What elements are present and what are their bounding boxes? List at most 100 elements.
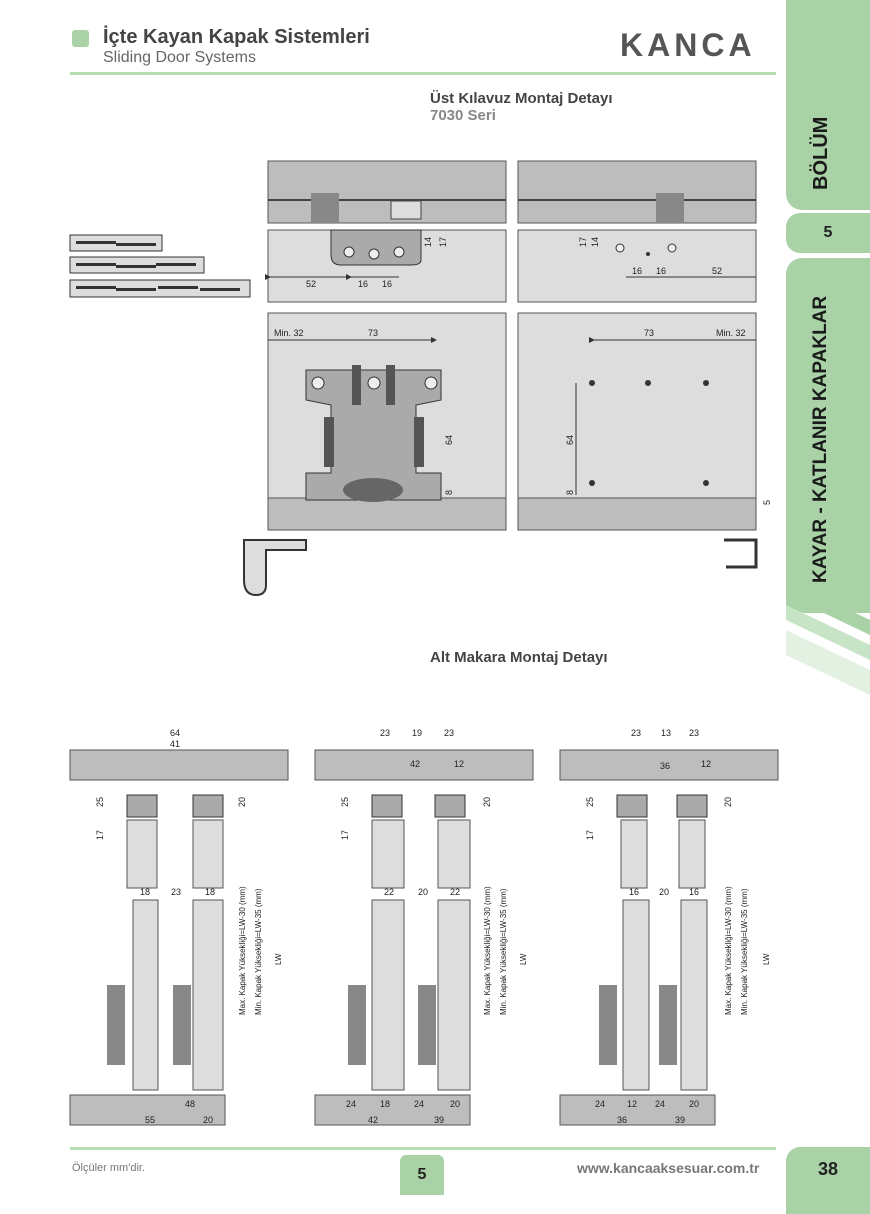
d3-min-label: Min. Kapak Yüksekliği=LW-35 (mm) [740,888,749,1015]
dim-min32b: Min. 32 [716,328,746,338]
footer-url[interactable]: www.kancaaksesuar.com.tr [577,1160,760,1176]
d2-b1: 22 [384,887,394,897]
sidebar-section-tab: BÖLÜM [786,0,870,210]
sidebar-stripes [786,580,870,695]
d2-f3: 24 [414,1099,424,1109]
dim-73a: 73 [368,328,378,338]
dim-16a: 16 [358,279,368,289]
dim-16c: 16 [632,266,642,276]
top-section-subtitle: 7030 Seri [430,107,496,124]
bottom-drawing-3: 23 13 23 36 12 25 17 20 16 20 16 Max. Ka… [559,728,779,1126]
d2-v25: 25 [340,797,350,807]
bottom-drawing-1: 64 41 25 17 20 18 23 18 Max. Kapak Yükse… [69,728,289,1126]
top-section-title: Üst Kılavuz Montaj Detayı [430,90,613,107]
d2-top3: 23 [444,728,454,738]
dim-8a: 8 [444,490,454,495]
d1-max-label: Max. Kapak Yüksekliği=LW-30 (mm) [238,886,247,1015]
footer-section-tab: 5 [400,1155,444,1195]
header-bullet [72,30,89,47]
d1-b1: 18 [140,887,150,897]
bottom-section-title: Alt Makara Montaj Detayı [430,649,608,666]
d3-b2: 20 [659,887,669,897]
d3-b1: 16 [629,887,639,897]
profile-thumb-2 [69,256,205,274]
d1-top2: 41 [170,739,180,749]
d3-lw: LW [762,953,771,965]
sidebar-category-tab: KAYAR - KATLANIR KAPAKLAR [786,258,870,613]
footer-note: Ölçüler mm'dir. [72,1162,145,1174]
d2-top5: 12 [454,759,464,769]
d3-f2: 12 [627,1099,637,1109]
d2-top4: 42 [410,759,420,769]
d3-v25: 25 [585,797,595,807]
dim-14a: 14 [423,237,433,247]
d1-v20: 20 [237,797,247,807]
header-title: İçte Kayan Kapak Sistemleri [103,26,370,48]
d1-b3: 18 [205,887,215,897]
d2-max-label: Max. Kapak Yüksekliği=LW-30 (mm) [483,886,492,1015]
dim-8b: 8 [565,490,575,495]
d1-f3: 20 [203,1115,213,1125]
d3-b3: 16 [689,887,699,897]
d2-f5: 42 [368,1115,378,1125]
d2-top2: 19 [412,728,422,738]
profile-thumb-3 [69,279,251,298]
dim-16d: 16 [656,266,666,276]
d2-f2: 18 [380,1099,390,1109]
top-guide-drawing: 52 16 16 14 17 17 14 16 16 52 Min. 32 73… [243,160,772,597]
d3-top5: 12 [701,759,711,769]
d2-min-label: Min. Kapak Yüksekliği=LW-35 (mm) [499,888,508,1015]
d2-f6: 39 [434,1115,444,1125]
sidebar-number-tab: 5 [786,213,870,253]
d1-v17: 17 [95,830,105,840]
dim-52a: 52 [306,279,316,289]
d1-f2: 55 [145,1115,155,1125]
d2-f4: 20 [450,1099,460,1109]
dim-14b: 14 [590,237,600,247]
dim-min32a: Min. 32 [274,328,304,338]
dim-64a: 64 [444,435,454,445]
d1-f1: 48 [185,1099,195,1109]
d2-f1: 24 [346,1099,356,1109]
dim-64b: 64 [565,435,575,445]
d1-v25: 25 [95,797,105,807]
sidebar-section-label: BÖLÜM [810,116,832,190]
dim-17a: 17 [438,237,448,247]
d2-top1: 23 [380,728,390,738]
header-divider [70,72,776,75]
sidebar-section-number: 5 [823,224,833,241]
d3-f3: 24 [655,1099,665,1109]
dim-16b: 16 [382,279,392,289]
footer-divider [70,1147,776,1150]
d3-f1: 24 [595,1099,605,1109]
d1-top1: 64 [170,728,180,738]
dim-5: 5 [762,500,772,505]
page-number: 38 [786,1147,870,1214]
d3-top2: 13 [661,728,671,738]
d3-top3: 23 [689,728,699,738]
dim-52b: 52 [712,266,722,276]
d2-b2: 20 [418,887,428,897]
profile-thumbnails [69,234,251,298]
d3-top4: 36 [660,761,670,771]
header-subtitle: Sliding Door Systems [103,49,256,66]
d3-f6: 39 [675,1115,685,1125]
d3-v17: 17 [585,830,595,840]
d2-lw: LW [519,953,528,965]
dim-17b: 17 [578,237,588,247]
d2-b3: 22 [450,887,460,897]
d1-lw: LW [274,953,283,965]
d3-top1: 23 [631,728,641,738]
dim-73b: 73 [644,328,654,338]
sidebar-category-label: KAYAR - KATLANIR KAPAKLAR [810,295,831,583]
d2-v17: 17 [340,830,350,840]
brand-logo: KANCA [620,27,756,63]
profile-thumb-1 [69,234,163,252]
d2-v20: 20 [482,797,492,807]
d1-min-label: Min. Kapak Yüksekliği=LW-35 (mm) [254,888,263,1015]
d3-v20: 20 [723,797,733,807]
d1-b2: 23 [171,887,181,897]
bottom-drawing-2: 23 19 23 42 12 25 17 20 22 20 22 Max. Ka… [314,728,534,1126]
d3-f5: 36 [617,1115,627,1125]
d3-f4: 20 [689,1099,699,1109]
